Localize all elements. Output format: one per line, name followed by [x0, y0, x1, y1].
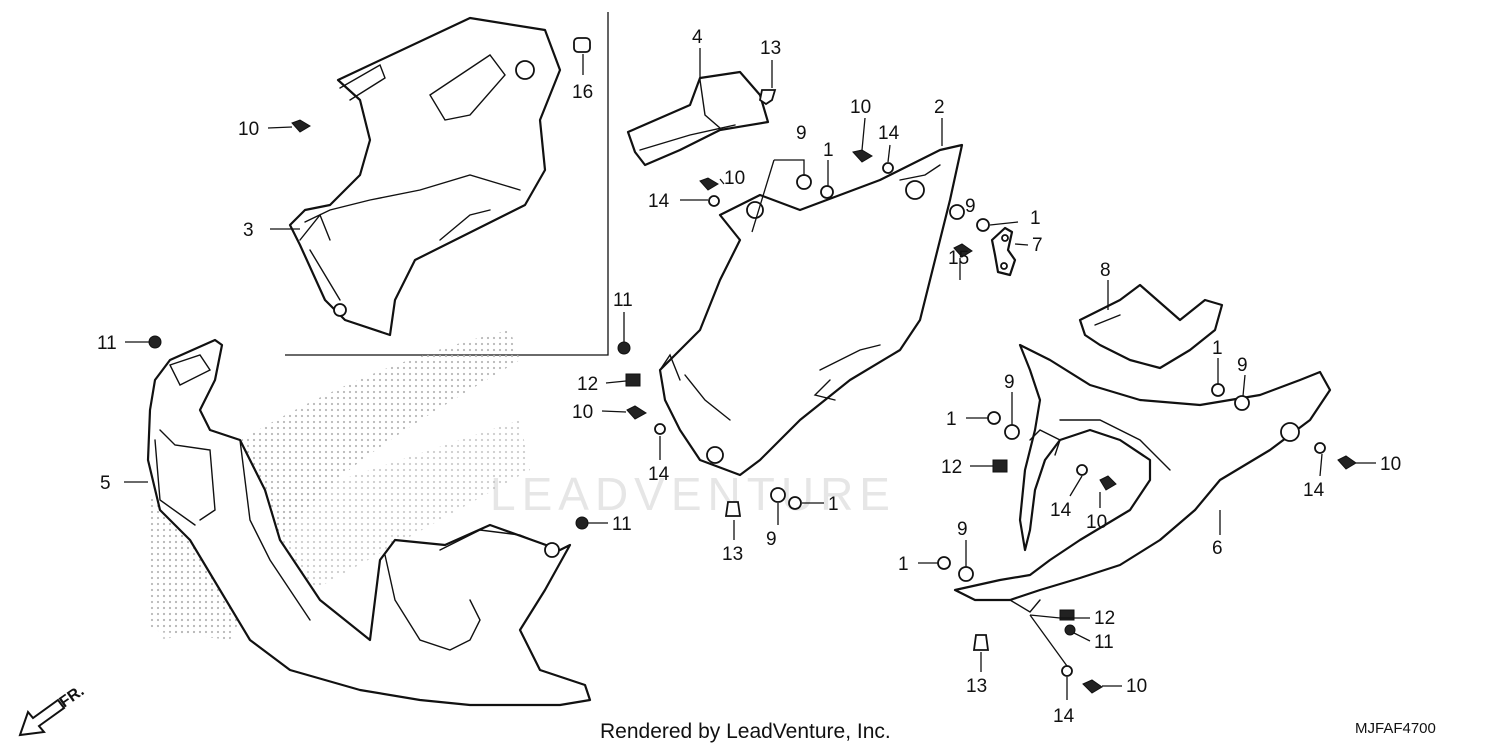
clip-13-top	[758, 89, 777, 106]
part-5-front-cowl	[146, 338, 592, 707]
callout-10: 1	[1212, 338, 1223, 359]
grommet-9-f	[958, 566, 974, 582]
callout-20: 10	[238, 119, 259, 140]
watermark-text: LEADVENTURE	[490, 468, 896, 520]
callout-8: 1	[1030, 208, 1041, 229]
callout-4: 5	[100, 473, 111, 494]
callout-32: 12	[577, 374, 598, 395]
washer-14-e	[1314, 442, 1326, 454]
bolt-10-c	[626, 405, 647, 420]
diagram-code: MJFAF4700	[1355, 720, 1436, 737]
callout-23: 10	[572, 402, 593, 423]
callout-22: 10	[724, 168, 745, 189]
collar-1-d	[987, 411, 1001, 425]
nut-11-d	[1064, 624, 1076, 636]
callout-24: 10	[1086, 512, 1107, 533]
callout-28: 11	[97, 333, 117, 354]
callout-36: 13	[722, 544, 743, 565]
nut-12-b	[992, 459, 1008, 473]
bolt-10-d	[1099, 475, 1117, 491]
callout-9: 1	[823, 140, 834, 161]
callout-1: 2	[934, 97, 945, 118]
callout-6: 7	[1032, 235, 1043, 256]
callout-37: 13	[966, 676, 987, 697]
callout-15: 9	[965, 196, 976, 217]
inset-frame	[285, 12, 609, 356]
nut-12-c	[1059, 609, 1075, 621]
bolt-10-f	[1082, 679, 1103, 694]
grommet-9-a	[796, 174, 812, 190]
callout-30: 11	[612, 514, 632, 535]
collar-1-b	[976, 218, 990, 232]
bolt-10-e	[1337, 455, 1357, 470]
callout-16: 9	[1237, 355, 1248, 376]
callout-29: 11	[613, 290, 633, 311]
callout-7: 8	[1100, 260, 1111, 281]
collar-1-c	[1211, 383, 1225, 397]
clip-13-a	[724, 501, 742, 517]
washer-14-f	[1061, 665, 1073, 677]
washer-14-a	[882, 162, 894, 174]
callouts: 2 3 4 5 6 7 8 1 1 1 1 1 1 9 9 9 9 9 9 10…	[97, 27, 1401, 727]
part-2-side-cover	[658, 143, 964, 477]
part-3-inner-cover	[288, 16, 562, 337]
part-8-small-cover	[1078, 283, 1224, 370]
collar-1-f	[937, 556, 951, 570]
callout-14: 9	[796, 123, 807, 144]
hardware	[148, 37, 1357, 694]
nut-12-a	[625, 373, 641, 387]
part-4-upper-cover	[626, 70, 770, 167]
callout-40: 14	[648, 464, 670, 485]
washer-14-b	[708, 195, 720, 207]
grommet-9-c	[1234, 395, 1250, 411]
callout-34: 12	[1094, 608, 1115, 629]
footer-credit: Rendered by LeadVenture, Inc.	[600, 720, 891, 743]
callout-39: 14	[648, 191, 670, 212]
callout-11: 1	[946, 409, 957, 430]
part-6-lower-cover	[953, 343, 1332, 613]
washer-14-d	[1076, 464, 1088, 476]
callout-42: 14	[1303, 480, 1325, 501]
nut-11-b	[617, 341, 631, 355]
bolt-10-b	[699, 177, 719, 191]
bolt-15	[953, 243, 973, 258]
nut-11-c	[575, 516, 589, 530]
callout-2: 3	[243, 220, 254, 241]
grommet-9-d	[1004, 424, 1020, 440]
grommet-9-e	[770, 487, 786, 503]
front-direction-indicator: FR.	[18, 683, 88, 737]
callout-5: 6	[1212, 538, 1223, 559]
callout-44: 16	[572, 82, 593, 103]
leader-lines	[124, 48, 1376, 700]
grommet-9-b	[949, 204, 965, 220]
callout-27: 15	[948, 248, 969, 269]
callout-31: 11	[1094, 632, 1114, 653]
callout-26: 10	[1126, 676, 1147, 697]
callout-3: 4	[692, 27, 703, 48]
washer-14-c	[654, 423, 666, 435]
front-label: FR.	[57, 683, 88, 712]
callout-17: 9	[1004, 372, 1015, 393]
clip-13-b	[972, 634, 990, 651]
nut-11-a	[148, 335, 162, 349]
callout-33: 12	[941, 457, 962, 478]
callout-43: 14	[1053, 706, 1075, 727]
callout-25: 10	[1380, 454, 1401, 475]
part-7-bracket	[990, 226, 1017, 277]
callout-38: 14	[878, 123, 900, 144]
collar-1-a	[820, 185, 834, 199]
callout-35: 13	[760, 38, 781, 59]
callout-19: 9	[957, 519, 968, 540]
callout-13: 1	[898, 554, 909, 575]
callout-18: 9	[766, 529, 777, 550]
front-arrow-icon	[18, 698, 66, 737]
bolt-10-inset	[291, 119, 311, 133]
callout-21: 10	[850, 97, 871, 118]
collar-1-e	[788, 496, 802, 510]
grommet-16	[573, 37, 591, 53]
bolt-10-a	[852, 149, 873, 163]
callout-12: 1	[828, 494, 839, 515]
callout-41: 14	[1050, 500, 1072, 521]
